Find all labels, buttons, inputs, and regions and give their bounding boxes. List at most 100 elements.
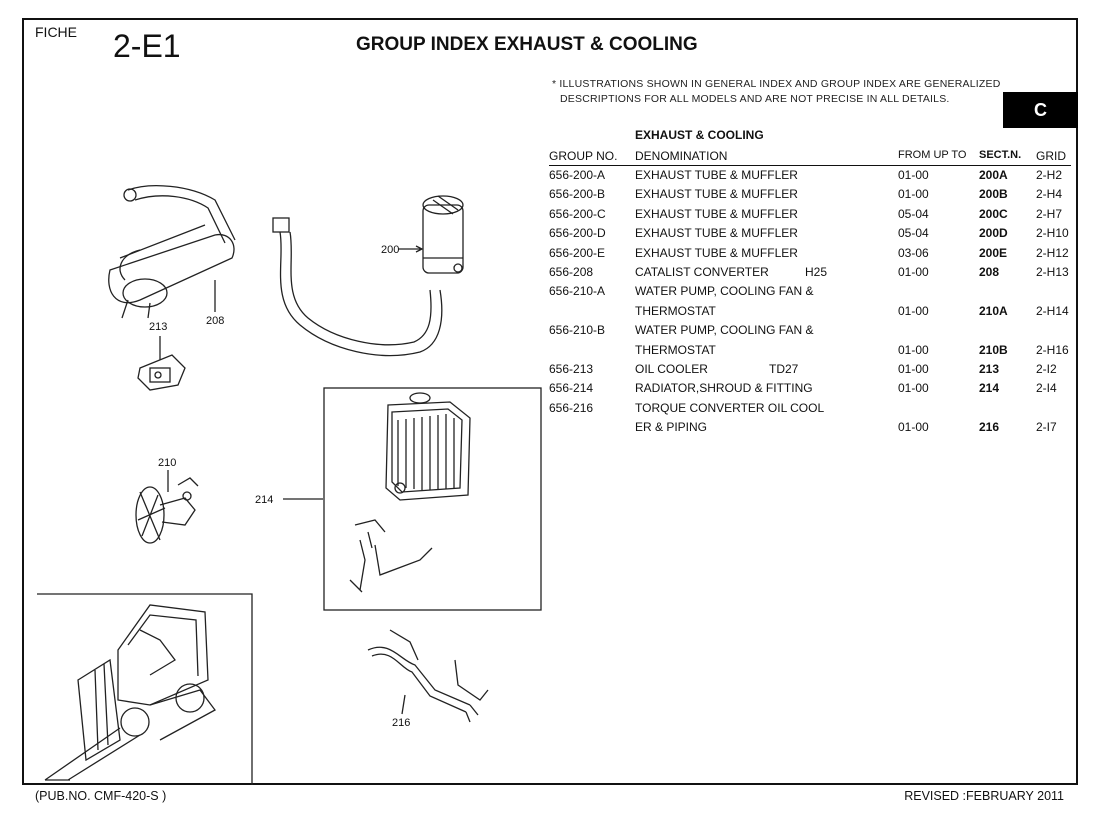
cell-section: 210A [979,303,1008,318]
col-header-sect: SECT.N. [979,149,1022,161]
cell-section: 200C [979,206,1008,221]
table-row[interactable]: 656-210-A WATER PUMP, COOLING FAN & [549,282,1071,301]
table-row[interactable]: 656-210-B WATER PUMP, COOLING FAN & [549,321,1071,340]
cell-grid: 2-H10 [1036,226,1069,241]
cell-section: 200B [979,187,1008,202]
cell-section: 200D [979,226,1008,241]
cell-denomination: OIL COOLER [635,361,708,376]
revision-date: REVISED :FEBRUARY 2011 [904,789,1064,803]
disclaimer-note: * ILLUSTRATIONS SHOWN IN GENERAL INDEX A… [552,77,1000,107]
forklift-drawing[interactable] [44,604,216,781]
cell-group-no: 656-200-B [549,187,606,202]
cell-section: 200A [979,168,1008,182]
cell-from-up-to: 01-00 [898,361,929,376]
cell-group-no: 656-208 [549,264,594,279]
forklift-box [37,593,253,785]
cell-denomination: WATER PUMP, COOLING FAN & [635,323,814,338]
cell-denomination: THERMOSTAT [635,303,716,318]
radiator-box [323,387,542,611]
cell-group-no: 656-210-B [549,323,606,338]
cell-denomination: EXHAUST TUBE & MUFFLER [635,187,798,202]
cell-from-up-to: 01-00 [898,187,929,202]
table-row[interactable]: THERMOSTAT 01-00 210B 2-H16 [549,341,1071,360]
cell-group-no: 656-216 [549,400,594,415]
cell-from-up-to: 01-00 [898,264,929,279]
cell-grid: 2-I4 [1036,381,1057,396]
callout-214: 214 [255,494,273,506]
cell-denomination: WATER PUMP, COOLING FAN & [635,284,814,299]
cell-section: 208 [979,264,1000,279]
table-row[interactable]: THERMOSTAT 01-00 210A 2-H14 [549,302,1071,321]
cell-denomination: EXHAUST TUBE & MUFFLER [635,245,798,260]
cell-group-no: 656-200-E [549,245,606,260]
callout-210: 210 [158,457,176,469]
table-row[interactable]: 656-200-A EXHAUST TUBE & MUFFLER 01-00 200A… [549,166,1071,185]
cell-from-up-to: 01-00 [898,342,929,357]
publication-number: (PUB.NO. CMF-420-S ) [35,789,167,803]
callout-213: 213 [149,321,167,333]
cell-grid: 2-H7 [1036,206,1063,221]
cell-denomination: RADIATOR,SHROUD & FITTING [635,381,813,396]
cell-denomination: TORQUE CONVERTER OIL COOL [635,400,825,415]
cell-from-up-to: 03-06 [898,245,929,260]
cell-section: 214 [979,381,1000,396]
cell-grid: 2-H13 [1036,264,1069,279]
section-heading: EXHAUST & COOLING [635,128,764,142]
cell-group-no: 656-210-A [549,284,606,299]
callout-200: 200 [381,244,399,256]
cell-grid: 2-H2 [1036,168,1063,182]
cell-model-note: TD27 [769,361,799,376]
cell-denomination: EXHAUST TUBE & MUFFLER [635,168,798,182]
cell-grid: 2-H16 [1036,342,1069,357]
cell-section: 210B [979,342,1008,357]
page-title: GROUP INDEX EXHAUST & COOLING [356,34,698,55]
catalyst-converter-drawing[interactable] [108,185,236,319]
group-index-table: GROUP NO. DENOMINATION FROM UP TO SECT.N… [549,147,1071,437]
cell-denomination: EXHAUST TUBE & MUFFLER [635,226,798,241]
cell-group-no: 656-214 [549,381,594,396]
disclaimer-line-1: * ILLUSTRATIONS SHOWN IN GENERAL INDEX A… [552,78,1001,90]
cell-group-no: 656-213 [549,361,594,376]
table-row[interactable]: 656-214 RADIATOR,SHROUD & FITTING 01-00 214… [549,379,1071,398]
cell-grid: 2-H14 [1036,303,1069,318]
cell-section: 213 [979,361,1000,376]
oil-cooler-drawing[interactable] [137,336,186,391]
cell-from-up-to: 01-00 [898,420,929,435]
cell-group-no: 656-200-D [549,226,606,241]
fiche-code: 2-E1 [113,28,181,64]
page-frame [22,18,1078,785]
cell-section: 216 [979,420,1000,435]
cell-from-up-to: 05-04 [898,226,929,241]
cell-from-up-to: 01-00 [898,303,929,318]
water-pump-fan-drawing[interactable] [135,470,199,544]
col-header-denomination: DENOMINATION [635,149,728,163]
cell-denomination: THERMOSTAT [635,342,716,357]
section-tab[interactable]: C [1003,92,1078,128]
disclaimer-line-2: DESCRIPTIONS FOR ALL MODELS AND ARE NOT … [560,93,950,105]
col-header-from: FROM UP TO [898,149,967,161]
cell-group-no: 656-200-A [549,168,606,182]
col-header-group: GROUP NO. [549,149,618,163]
exhaust-muffler-drawing[interactable] [272,195,464,357]
table-row[interactable]: 656-200-B EXHAUST TUBE & MUFFLER 01-00 200B… [549,185,1071,204]
cell-model-note: H25 [805,264,828,279]
cell-grid: 2-H12 [1036,245,1069,260]
cell-from-up-to: 01-00 [898,168,929,182]
radiator-drawing[interactable] [349,392,471,593]
callout-208: 208 [206,315,224,327]
oil-cooler-piping-drawing[interactable] [367,629,489,723]
fiche-label: FICHE [35,24,77,40]
callout-216: 216 [392,717,410,729]
cell-from-up-to: 01-00 [898,381,929,396]
table-row[interactable]: 656-200-D EXHAUST TUBE & MUFFLER 05-04 200D… [549,224,1071,243]
col-header-grid: GRID [1036,149,1066,163]
table-body: 656-200-A EXHAUST TUBE & MUFFLER 01-00 200A… [549,166,1071,437]
table-row[interactable]: 656-216 TORQUE CONVERTER OIL COOL [549,399,1071,418]
cell-grid: 2-H4 [1036,187,1063,202]
